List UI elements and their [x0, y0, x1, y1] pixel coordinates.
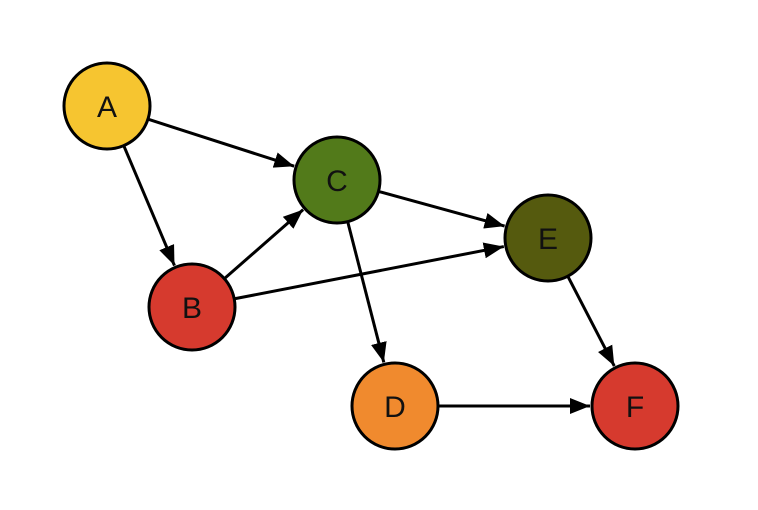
- edge-c-to-d: [346, 222, 387, 363]
- edge-a-to-b: [122, 145, 176, 267]
- node-circle: [503, 193, 593, 283]
- node-c: C: [292, 135, 382, 225]
- node-label: F: [626, 391, 644, 424]
- edge-e-to-f: [566, 276, 616, 367]
- node-label: B: [182, 292, 202, 325]
- edge-a-to-c: [148, 118, 295, 168]
- node-b: B: [147, 262, 237, 352]
- node-circle: [590, 361, 680, 451]
- node-circle: [147, 262, 237, 352]
- node-label: C: [326, 165, 348, 198]
- node-d: D: [350, 361, 440, 451]
- edge-b-to-e: [234, 242, 505, 301]
- node-f: F: [590, 361, 680, 451]
- edge-c-to-e: [379, 190, 506, 229]
- node-circle: [350, 361, 440, 451]
- node-e: E: [503, 193, 593, 283]
- node-a: A: [62, 61, 152, 151]
- node-label: D: [384, 391, 406, 424]
- node-circle: [62, 61, 152, 151]
- node-circle: [292, 135, 382, 225]
- node-label: E: [538, 223, 558, 256]
- edge-b-to-c: [224, 208, 305, 280]
- node-label: A: [97, 91, 117, 124]
